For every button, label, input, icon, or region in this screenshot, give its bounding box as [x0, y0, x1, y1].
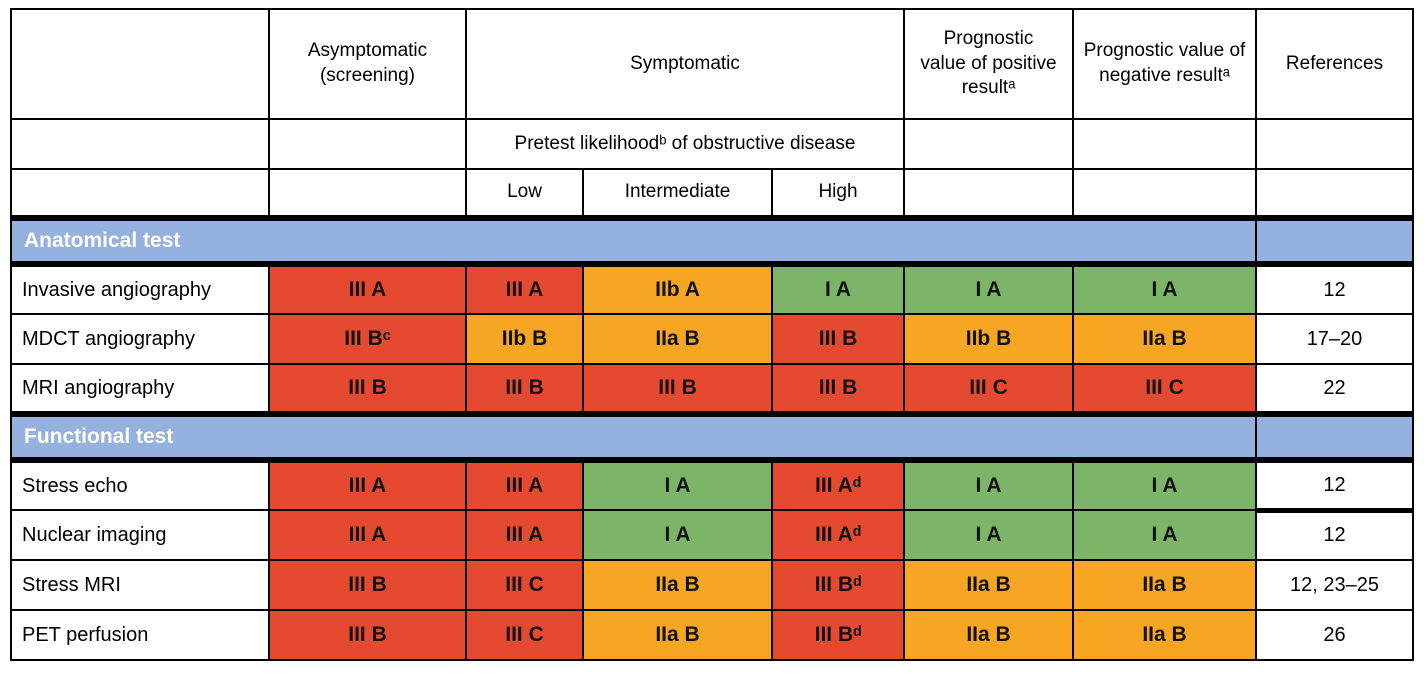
column-header-symptomatic: Symptomatic [465, 8, 905, 120]
rating-cell: IIb B [465, 313, 584, 365]
rating-cell: III B [771, 313, 905, 365]
rating-cell: IIb A [582, 263, 773, 315]
spacer-cell [1072, 168, 1257, 219]
table-row-mdct-angiography: MDCT angiography III Bᶜ IIb B IIa B III … [10, 313, 1414, 365]
spacer-cell [10, 168, 270, 219]
rating-cell: III A [465, 459, 584, 511]
rating-cell: III B [268, 609, 467, 661]
rating-cell: IIa B [1072, 609, 1257, 661]
rating-cell: III C [903, 363, 1074, 415]
references-cell: 12 [1255, 507, 1414, 561]
row-label: Stress echo [10, 459, 270, 511]
rating-cell: III A [465, 509, 584, 561]
table-row-stress-echo: Stress echo III A III A I A III Aᵈ I A I… [10, 459, 1414, 511]
column-header-pretest-likelihood: Pretest likelihoodᵇ of obstructive disea… [465, 118, 905, 170]
column-header-high: High [771, 168, 905, 219]
guideline-recommendations-figure: Asymptomatic (screening) Symptomatic Pro… [10, 8, 1414, 661]
rating-cell: III B [268, 363, 467, 415]
section-blank-cell [1255, 411, 1414, 463]
section-title: Functional test [10, 411, 1257, 463]
rating-cell: I A [582, 509, 773, 561]
rating-cell: I A [1072, 263, 1257, 315]
spacer-cell [1072, 118, 1257, 170]
rating-cell: III A [465, 263, 584, 315]
references-cell: 26 [1255, 609, 1414, 661]
row-label: MDCT angiography [10, 313, 270, 365]
references-cell: 12 [1255, 459, 1414, 511]
rating-cell: I A [903, 263, 1074, 315]
column-header-low: Low [465, 168, 584, 219]
spacer-cell [903, 118, 1074, 170]
rating-cell: I A [903, 509, 1074, 561]
rating-cell: III Bᵈ [771, 559, 905, 611]
row-label: Stress MRI [10, 559, 270, 611]
column-header-prognostic-negative: Prognostic value of negative resultᵃ [1072, 8, 1257, 120]
rating-cell: IIa B [1072, 313, 1257, 365]
row-label: MRI angiography [10, 363, 270, 415]
spacer-cell [903, 168, 1074, 219]
section-header-anatomical-test: Anatomical test [10, 215, 1414, 267]
references-cell: 17–20 [1255, 313, 1414, 365]
rating-cell: I A [771, 263, 905, 315]
spacer-cell [1255, 168, 1414, 219]
rating-cell: III B [268, 559, 467, 611]
header-row-2: Pretest likelihoodᵇ of obstructive disea… [10, 118, 1414, 170]
header-row-1: Asymptomatic (screening) Symptomatic Pro… [10, 8, 1414, 120]
table-row-pet-perfusion: PET perfusion III B III C IIa B III Bᵈ I… [10, 609, 1414, 661]
rating-cell: IIa B [903, 609, 1074, 661]
table-row-mri-angiography: MRI angiography III B III B III B III B … [10, 363, 1414, 415]
rating-cell: I A [582, 459, 773, 511]
rating-cell: I A [1072, 459, 1257, 511]
references-cell: 12 [1255, 263, 1414, 315]
rating-cell: IIa B [582, 609, 773, 661]
rating-cell: IIb B [903, 313, 1074, 365]
rating-cell: III B [771, 363, 905, 415]
row-label: PET perfusion [10, 609, 270, 661]
header-row-3: Low Intermediate High [10, 168, 1414, 219]
rating-cell: III Aᵈ [771, 509, 905, 561]
section-blank-cell [1255, 215, 1414, 267]
section-header-functional-test: Functional test [10, 411, 1414, 463]
rating-cell: I A [903, 459, 1074, 511]
column-header-prognostic-positive: Prognostic value of positive resultᵃ [903, 8, 1074, 120]
rating-cell: I A [1072, 509, 1257, 561]
spacer-cell [10, 118, 270, 170]
rating-cell: IIa B [903, 559, 1074, 611]
rating-cell: IIa B [1072, 559, 1257, 611]
rating-cell: IIa B [582, 559, 773, 611]
rating-cell: III Bᶜ [268, 313, 467, 365]
row-label: Nuclear imaging [10, 509, 270, 561]
rating-cell: III B [582, 363, 773, 415]
rating-cell: IIa B [582, 313, 773, 365]
table-row-invasive-angiography: Invasive angiography III A III A IIb A I… [10, 263, 1414, 315]
column-header-intermediate: Intermediate [582, 168, 773, 219]
column-header-asymptomatic: Asymptomatic (screening) [268, 8, 467, 120]
section-title: Anatomical test [10, 215, 1257, 267]
corner-cell [10, 8, 270, 120]
spacer-cell [1255, 118, 1414, 170]
recommendations-table: Asymptomatic (screening) Symptomatic Pro… [10, 8, 1414, 661]
rating-cell: III Bᵈ [771, 609, 905, 661]
references-cell: 22 [1255, 363, 1414, 415]
rating-cell: III C [465, 559, 584, 611]
rating-cell: III A [268, 459, 467, 511]
rating-cell: III A [268, 509, 467, 561]
references-cell: 12, 23–25 [1255, 559, 1414, 611]
rating-cell: III C [465, 609, 584, 661]
column-header-references: References [1255, 8, 1414, 120]
rating-cell: III C [1072, 363, 1257, 415]
rating-cell: III B [465, 363, 584, 415]
spacer-cell [268, 168, 467, 219]
row-label: Invasive angiography [10, 263, 270, 315]
table-row-stress-mri: Stress MRI III B III C IIa B III Bᵈ IIa … [10, 559, 1414, 611]
rating-cell: III Aᵈ [771, 459, 905, 511]
table-row-nuclear-imaging: Nuclear imaging III A III A I A III Aᵈ I… [10, 507, 1414, 561]
spacer-cell [268, 118, 467, 170]
rating-cell: III A [268, 263, 467, 315]
